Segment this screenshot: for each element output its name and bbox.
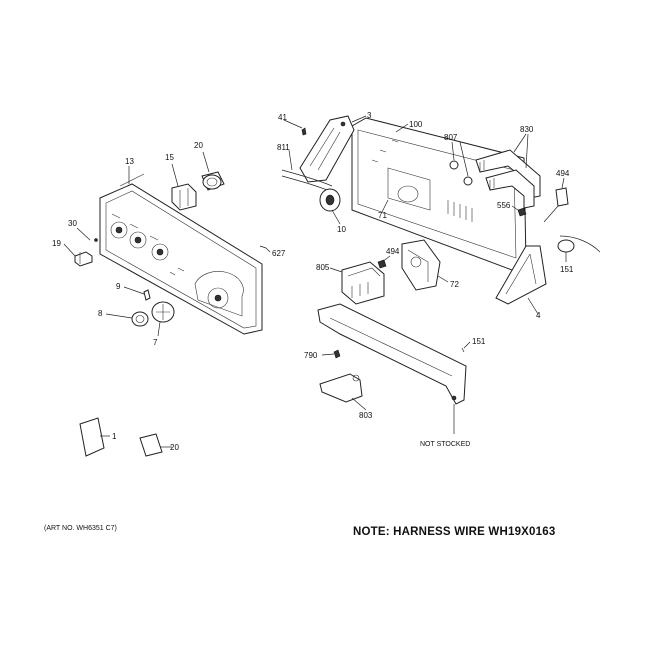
- label-807: 807: [444, 133, 458, 142]
- label-10: 10: [337, 225, 346, 234]
- label-1: 1: [112, 432, 117, 441]
- label-72: 71: [378, 211, 387, 220]
- label-9: 9: [116, 282, 121, 291]
- label-830: 830: [520, 125, 534, 134]
- label-151a: 100: [409, 120, 423, 129]
- label-7: 7: [153, 338, 158, 347]
- cord-556: [557, 235, 601, 253]
- switch-15: [171, 183, 197, 211]
- timer-30: [201, 171, 225, 191]
- label-805: 805: [316, 263, 330, 272]
- rear-panel-72: [351, 117, 527, 271]
- label-41: 30: [68, 219, 77, 228]
- label-19: 19: [52, 239, 61, 248]
- screw-790: [333, 349, 341, 359]
- screw-71: [301, 127, 307, 136]
- label-not-stocked: NOT STOCKED: [420, 441, 470, 448]
- label-4: 4: [536, 311, 541, 320]
- lower-rail: [317, 303, 467, 405]
- clip-494: [377, 259, 387, 269]
- screw-151b: [461, 347, 465, 353]
- bracket-4: [495, 245, 547, 305]
- label-15: 15: [165, 153, 174, 162]
- label-71: 41: [278, 113, 287, 122]
- label-803: 803: [359, 411, 373, 420]
- clip-9: [143, 289, 151, 301]
- callout-labels: 13 15 20 30 19 9 8 7 627 1 20 19 20 20 2…: [52, 111, 574, 448]
- screw-769: [259, 245, 267, 249]
- label-100: 72: [450, 280, 459, 289]
- label-13: 13: [125, 157, 134, 166]
- knob-8: [131, 311, 149, 327]
- label-557: 494: [556, 169, 570, 178]
- label-769: 627: [272, 249, 286, 258]
- thermistor-557: [543, 187, 569, 223]
- label-151b: 151: [472, 337, 486, 346]
- card-20: [139, 433, 163, 457]
- leader-lines: [63, 115, 567, 448]
- knob-7: [151, 301, 175, 323]
- label-811: 811: [277, 143, 290, 152]
- label-556: 151: [560, 265, 574, 274]
- label-8: 8: [98, 309, 103, 318]
- knob-19: [74, 251, 93, 267]
- pressure-switch-10: [319, 188, 341, 212]
- label-30: 20: [194, 141, 203, 150]
- bracket-803: [319, 373, 363, 403]
- label-790: 790: [304, 351, 318, 360]
- literature-1: [79, 417, 105, 457]
- switch-805: [341, 261, 385, 305]
- washer-807a: [449, 160, 459, 170]
- water-valve-100: [401, 239, 441, 291]
- screw-627: [517, 207, 527, 217]
- control-panel: [99, 173, 263, 335]
- label-3: 3: [367, 111, 372, 120]
- label-627: 556: [497, 201, 511, 210]
- harness-note: NOTE: HARNESS WIRE WH19X0163: [353, 526, 556, 538]
- screw-41: [94, 238, 98, 242]
- art-number: (ART NO. WH6351 C7): [44, 525, 117, 532]
- bracket-3: [299, 115, 355, 183]
- washer-807b: [463, 176, 473, 186]
